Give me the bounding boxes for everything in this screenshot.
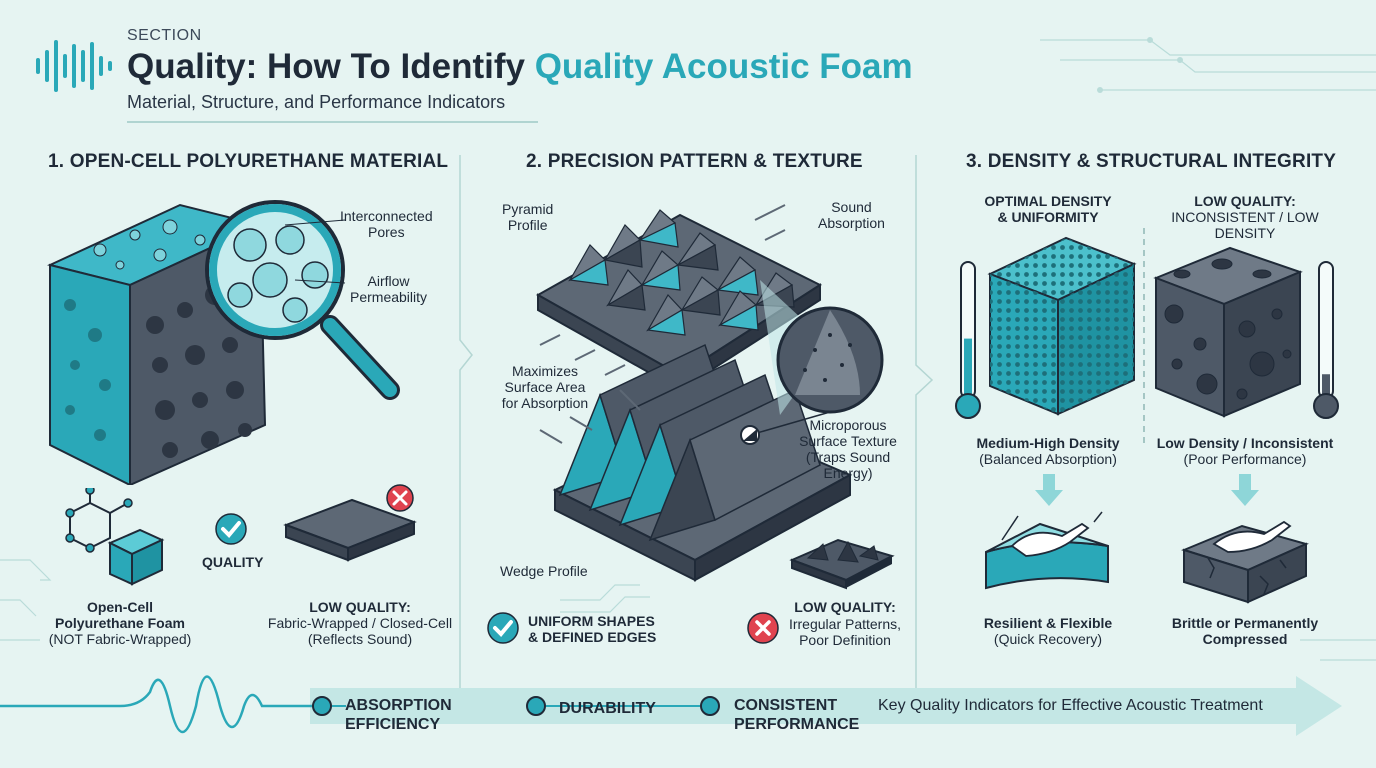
medium-high-density-note: (Balanced Absorption) <box>979 451 1117 467</box>
comparison-divider <box>1143 228 1145 448</box>
fabric-wrapped-panel-illustration <box>283 484 417 562</box>
section-kicker: SECTION <box>127 27 202 44</box>
low-quality-3-subtitle: INCONSISTENT / LOW DENSITY <box>1171 209 1319 241</box>
bottom-banner-graphic <box>0 675 1342 736</box>
density-thermometer-low <box>1313 261 1339 419</box>
molecule-foam-icon <box>65 488 165 586</box>
down-arrow-icon <box>1231 474 1259 506</box>
column-3-heading: 3. DENSITY & STRUCTURAL INTEGRITY <box>966 151 1337 172</box>
density-thermometer-high <box>955 261 981 419</box>
low-quality-2-title: LOW QUALITY: <box>794 599 896 615</box>
brittle-label: Brittle or Permanently Compressed <box>1171 615 1319 647</box>
low-quality-1-title: LOW QUALITY: <box>309 599 411 615</box>
low-quality-2-note: Irregular Patterns, Poor Definition <box>788 616 902 648</box>
title-main: Quality: How To Identify <box>127 47 535 86</box>
pyramid-wedge-foam-illustration <box>535 204 884 582</box>
check-icon <box>487 612 519 644</box>
inconsistent-porous-foam-cube <box>1153 246 1303 418</box>
callout-wedge-profile: Wedge Profile <box>500 563 588 579</box>
callout-microporous-title: Microporous Surface Texture <box>799 417 897 449</box>
medium-high-density-label: Medium-High Density <box>976 435 1120 451</box>
irregular-foam-illustration <box>789 538 895 590</box>
uniform-shapes-label: UNIFORM SHAPES & DEFINED EDGES <box>528 613 657 645</box>
optimal-density-title: OPTIMAL DENSITY & UNIFORMITY <box>984 193 1112 225</box>
callout-sound-absorption: Sound Absorption <box>818 199 885 231</box>
page-subtitle: Material, Structure, and Performance Ind… <box>127 92 506 112</box>
callout-surface-area: Maximizes Surface Area for Absorption <box>501 363 589 411</box>
low-density-label: Low Density / Inconsistent <box>1156 435 1334 451</box>
low-quality-3-title: LOW QUALITY: <box>1194 193 1296 209</box>
low-quality-1-note: Fabric-Wrapped / Closed-Cell (Reflects S… <box>267 615 453 647</box>
open-cell-title: Open-Cell Polyurethane Foam <box>55 599 185 631</box>
sound-wave-icon <box>36 40 112 92</box>
column-1-heading: 1. OPEN-CELL POLYURETHANE MATERIAL <box>48 151 449 172</box>
callout-microporous-note: (Traps Sound Energy) <box>805 449 891 481</box>
open-cell-note: (NOT Fabric-Wrapped) <box>48 631 192 647</box>
title-accent: Quality Acoustic Foam <box>534 47 913 86</box>
down-arrow-icon <box>1035 474 1063 506</box>
banner-item-absorption: ABSORPTION EFFICIENCY <box>345 697 452 733</box>
column-2-heading: 2. PRECISION PATTERN & TEXTURE <box>526 151 863 172</box>
callout-interconnected-pores: Interconnected Pores <box>340 208 433 240</box>
open-cell-foam-illustration <box>47 200 400 485</box>
resilient-label: Resilient & Flexible <box>983 615 1113 631</box>
quality-badge: QUALITY <box>202 554 264 570</box>
banner-item-consistent: CONSISTENT PERFORMANCE <box>734 697 860 733</box>
callout-pyramid-profile: Pyramid Profile <box>502 201 554 233</box>
resilient-note: (Quick Recovery) <box>993 631 1103 647</box>
brittle-foam-hand-illustration <box>1181 520 1309 604</box>
cross-icon <box>747 612 779 644</box>
banner-tagline: Key Quality Indicators for Effective Aco… <box>878 697 1263 714</box>
check-icon <box>215 513 247 545</box>
uniform-dense-foam-cube <box>987 236 1137 416</box>
callout-airflow-permeability: Airflow Permeability <box>350 273 428 305</box>
banner-item-durability: DURABILITY <box>559 700 656 717</box>
page-title: Quality: How To Identify Quality Acousti… <box>127 47 913 87</box>
resilient-foam-hand-illustration <box>985 511 1109 590</box>
low-density-note: (Poor Performance) <box>1183 451 1307 467</box>
